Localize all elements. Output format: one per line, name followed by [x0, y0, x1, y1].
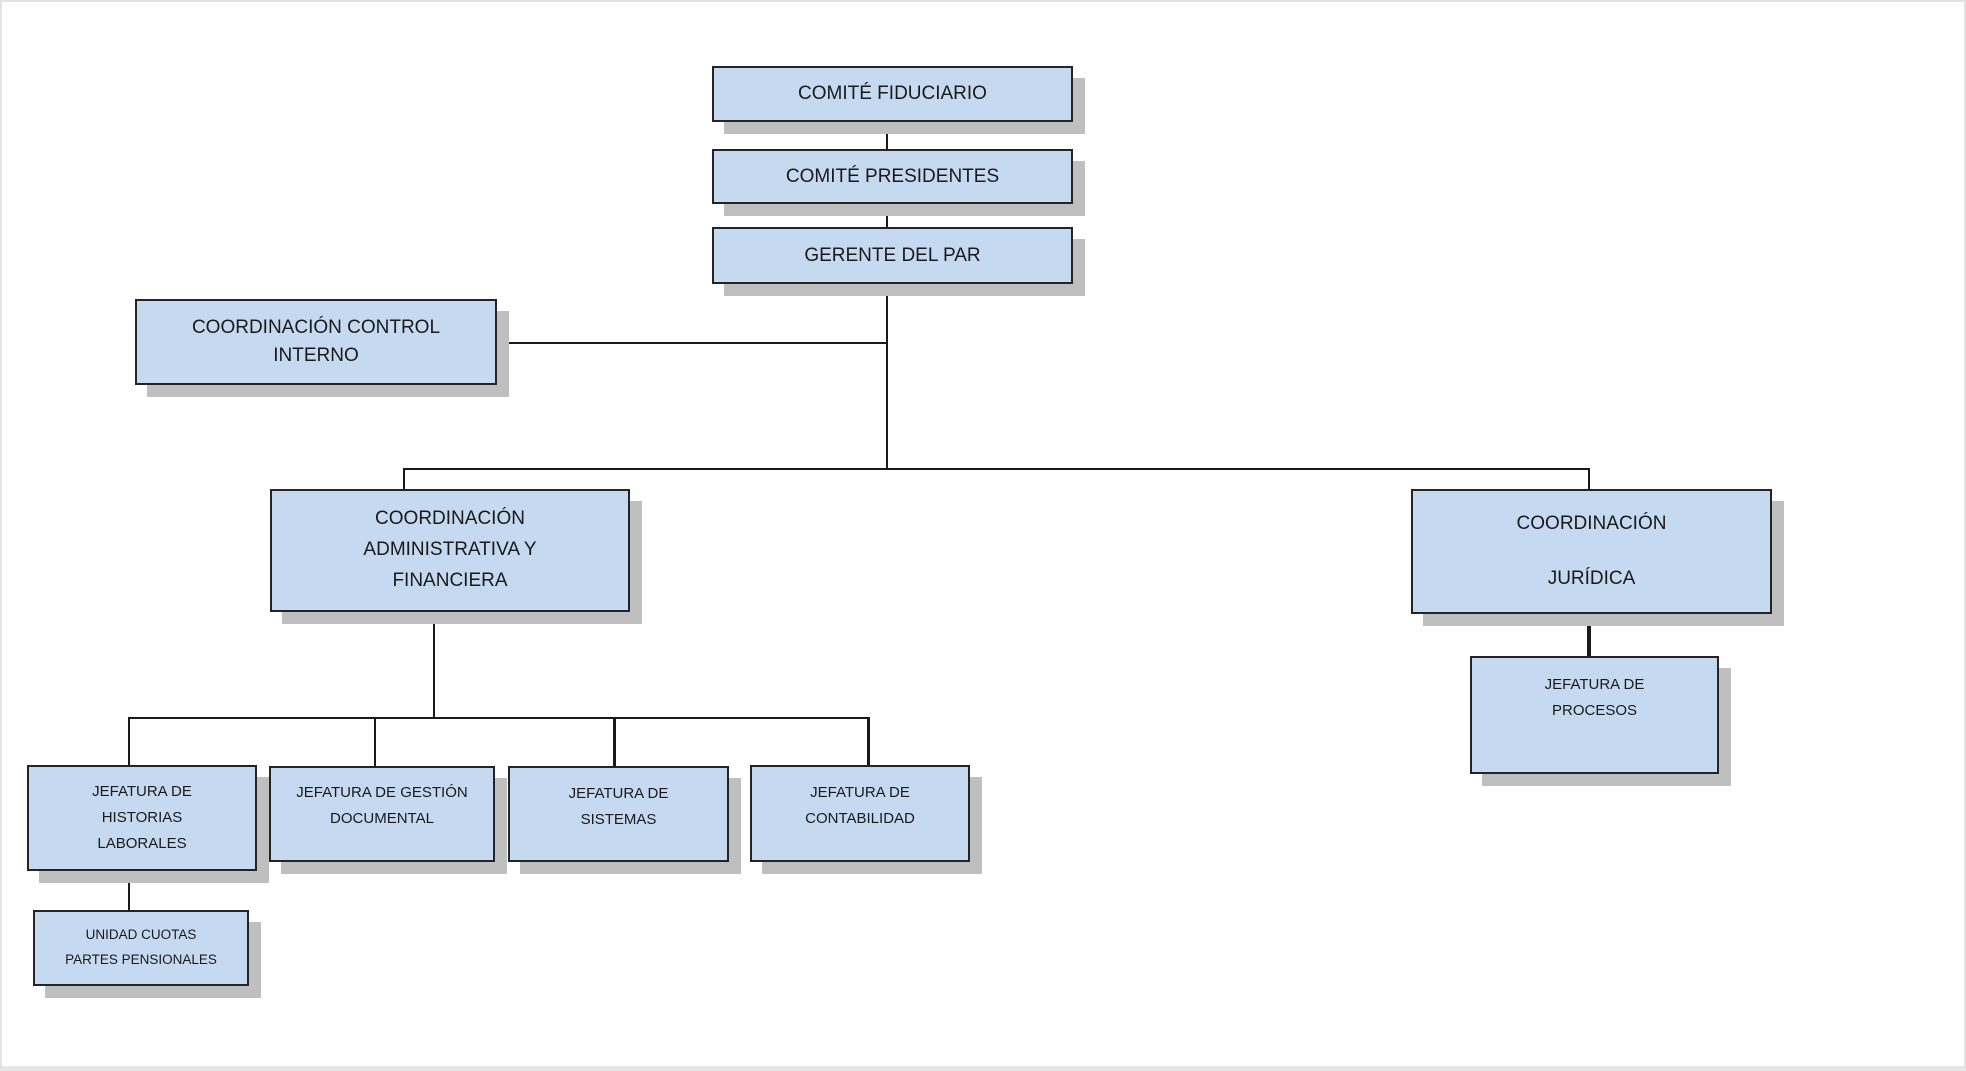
connector-split-to-admin — [403, 468, 405, 489]
node-jefatura-historias-laborales: JEFATURA DE HISTORIAS LABORALES — [27, 765, 257, 871]
connector-admin-trunk — [433, 612, 435, 718]
connector-historias-unidad — [128, 871, 130, 910]
node-jefatura-sistemas: JEFATURA DE SISTEMAS — [508, 766, 729, 862]
node-jefatura-procesos: JEFATURA DE PROCESOS — [1470, 656, 1719, 774]
connector-presidentes-gerente — [886, 204, 888, 227]
node-coordinacion-administrativa-financiera: COORDINACIÓN ADMINISTRATIVA Y FINANCIERA — [270, 489, 630, 612]
node-gerente-del-par: GERENTE DEL PAR — [712, 227, 1073, 284]
node-coordinacion-juridica: COORDINACIÓN JURÍDICA — [1411, 489, 1772, 614]
connector-gerente-trunk — [886, 284, 888, 470]
connector-rake-to-gestion — [374, 717, 376, 766]
connector-fiduciario-presidentes — [886, 122, 888, 149]
node-coordinacion-control-interno: COORDINACIÓN CONTROL INTERNO — [135, 299, 497, 385]
connector-juridica-procesos — [1587, 614, 1591, 656]
node-jefatura-gestion-documental: JEFATURA DE GESTIÓN DOCUMENTAL — [269, 766, 495, 862]
connector-split-to-juridica — [1588, 468, 1590, 489]
connector-split-horizontal — [403, 468, 1590, 470]
node-comite-presidentes: COMITÉ PRESIDENTES — [712, 149, 1073, 204]
connector-rake-horizontal — [128, 717, 869, 719]
connector-rake-to-sistemas — [613, 717, 616, 766]
node-comite-fiduciario: COMITÉ FIDUCIARIO — [712, 66, 1073, 122]
connector-control-interno-branch — [497, 342, 887, 344]
node-jefatura-contabilidad: JEFATURA DE CONTABILIDAD — [750, 765, 970, 862]
node-unidad-cuotas-partes-pensionales: UNIDAD CUOTAS PARTES PENSIONALES — [33, 910, 249, 986]
connector-rake-to-historias — [128, 717, 130, 765]
connector-rake-to-contabilidad — [867, 717, 870, 765]
